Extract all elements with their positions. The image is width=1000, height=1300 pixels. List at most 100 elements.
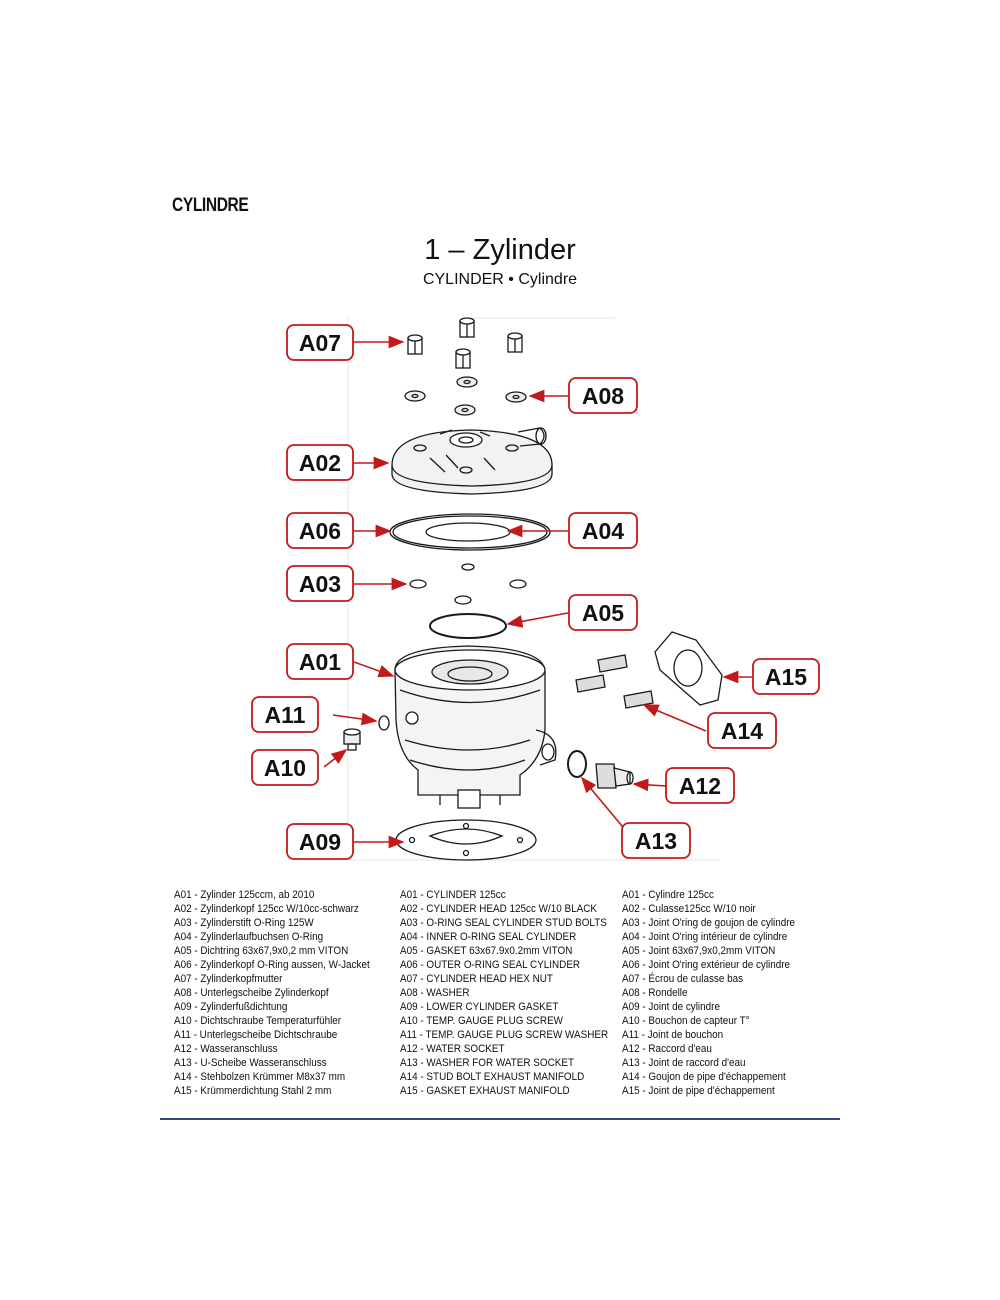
callout-label: A07 <box>299 330 341 356</box>
callout-a06: A06 <box>286 512 354 549</box>
callout-label: A09 <box>299 829 341 855</box>
callout-a03: A03 <box>286 565 354 602</box>
arrow-a14 <box>642 704 707 732</box>
water-socket-washer <box>567 750 587 778</box>
legend-item: A10 - Dichtschraube Temperaturfühler <box>174 1015 342 1027</box>
legend-item: A15 - Joint de pipe d'échappement <box>622 1085 775 1097</box>
legend-item: A01 - Cylindre 125cc <box>622 889 714 901</box>
legend-item: A07 - CYLINDER HEAD HEX NUT <box>400 973 553 985</box>
legend-item: A10 - TEMP. GAUGE PLUG SCREW <box>400 1015 564 1027</box>
legend-english: A01 - CYLINDER 125cc A02 - CYLINDER HEAD… <box>400 888 608 1098</box>
callout-label: A04 <box>582 518 624 544</box>
legend-item: A04 - Joint O'ring intérieur de cylindre <box>622 931 788 943</box>
legend-french: A01 - Cylindre 125cc A02 - Culasse125cc … <box>622 888 795 1098</box>
legend-item: A12 - Raccord d'eau <box>622 1043 712 1055</box>
page-title: 1 – Zylinder <box>424 234 576 266</box>
callout-a10: A10 <box>251 749 319 786</box>
liner-gasket <box>429 613 507 639</box>
arrow-a11 <box>332 712 378 726</box>
legend-item: A06 - Joint O'ring extérieur de cylindre <box>622 959 791 971</box>
callout-label: A14 <box>721 718 763 744</box>
legend-item: A03 - Zylinderstift O-Ring 125W <box>174 917 314 929</box>
legend-item: A13 - WASHER FOR WATER SOCKET <box>400 1057 575 1069</box>
legend-german: A01 - Zylinder 125ccm, ab 2010 A02 - Zyl… <box>174 888 370 1098</box>
callout-a14: A14 <box>707 712 777 749</box>
legend-item: A02 - Zylinderkopf 125cc W/10cc-schwarz <box>174 903 359 915</box>
legend-item: A13 - Joint de raccord d'eau <box>622 1057 746 1069</box>
legend-item: A07 - Zylinderkopfmutter <box>174 973 283 985</box>
arrow-a05 <box>506 612 569 628</box>
callout-a08: A08 <box>568 377 638 414</box>
callout-label: A01 <box>299 649 341 675</box>
callout-label: A11 <box>265 702 306 728</box>
legend-item: A08 - Unterlegscheibe Zylinderkopf <box>174 987 329 999</box>
cylinder-head <box>391 427 553 495</box>
callout-label: A03 <box>299 571 341 597</box>
legend-item: A05 - Dichtring 63x67,9x0,2 mm VITON <box>174 945 349 957</box>
callout-a09: A09 <box>286 823 354 860</box>
legend-item: A07 - Écrou de culasse bas <box>622 973 744 985</box>
legend-item: A04 - Zylinderlaufbuchsen O-Ring <box>174 931 324 943</box>
legend-item: A15 - Krümmerdichtung Stahl 2 mm <box>174 1085 332 1097</box>
exploded-diagram: A07 A08 A02 A06 A04 A03 A05 A01 A15 A11 … <box>251 317 820 861</box>
legend-item: A02 - CYLINDER HEAD 125cc W/10 BLACK <box>400 903 597 915</box>
callout-label: A06 <box>299 518 341 544</box>
callout-a05: A05 <box>568 594 638 631</box>
legend-item: A06 - OUTER O-RING SEAL CYLINDER <box>400 959 581 971</box>
legend-item: A11 - TEMP. GAUGE PLUG SCREW WASHER <box>400 1029 609 1041</box>
legend-item: A14 - Stehbolzen Krümmer M8x37 mm <box>174 1071 346 1083</box>
callout-label: A13 <box>635 828 677 854</box>
exhaust-studs <box>575 654 654 709</box>
callout-a01: A01 <box>286 643 354 680</box>
legend-item: A09 - LOWER CYLINDER GASKET <box>400 1001 559 1013</box>
footer-divider <box>160 1118 840 1120</box>
arrow-a12 <box>632 778 667 792</box>
callout-a12: A12 <box>665 767 735 804</box>
legend-item: A03 - Joint O'ring de goujon de cylindre <box>622 917 796 929</box>
base-gasket <box>395 819 537 861</box>
head-o-rings <box>389 513 551 551</box>
legend-item: A08 - Rondelle <box>622 987 688 999</box>
callout-a13: A13 <box>621 822 691 859</box>
section-heading: CYLINDRE <box>172 195 249 216</box>
page-subtitle: CYLINDER • Cylindre <box>422 271 578 288</box>
exhaust-gasket <box>654 631 723 706</box>
legend-item: A04 - INNER O-RING SEAL CYLINDER <box>400 931 577 943</box>
legend-item: A05 - GASKET 63x67.9x0.2mm VITON <box>400 945 573 957</box>
head-washers <box>404 376 527 416</box>
callout-a04: A04 <box>568 512 638 549</box>
legend-item: A03 - O-RING SEAL CYLINDER STUD BOLTS <box>400 917 607 929</box>
plug-screw <box>343 728 361 751</box>
legend-item: A12 - WATER SOCKET <box>400 1043 505 1055</box>
legend-item: A01 - CYLINDER 125cc <box>400 889 506 901</box>
arrow-a01 <box>353 661 395 678</box>
legend-item: A12 - Wasseranschluss <box>174 1043 278 1055</box>
legend-item: A11 - Unterlegscheibe Dichtschraube <box>174 1029 338 1041</box>
legend-item: A14 - Goujon de pipe d'échappement <box>622 1071 786 1083</box>
legend-item: A05 - Joint 63x67,9x0,2mm VITON <box>622 945 776 957</box>
callout-a02: A02 <box>286 444 354 481</box>
callout-label: A08 <box>582 383 624 409</box>
hex-nuts <box>407 317 523 369</box>
legend-item: A15 - GASKET EXHAUST MANIFOLD <box>400 1085 570 1097</box>
legend-item: A08 - WASHER <box>400 987 470 999</box>
legend-item: A13 - U-Scheibe Wasseranschluss <box>174 1057 327 1069</box>
callout-a11: A11 <box>251 696 319 733</box>
plug-washer <box>378 715 390 731</box>
legend-item: A06 - Zylinderkopf O-Ring aussen, W-Jack… <box>174 959 370 971</box>
legend-item: A02 - Culasse125cc W/10 noir <box>622 903 756 915</box>
callout-a15: A15 <box>752 658 820 695</box>
legend-item: A01 - Zylinder 125ccm, ab 2010 <box>174 889 315 901</box>
legend-item: A09 - Joint de cylindre <box>622 1001 720 1013</box>
callout-label: A10 <box>264 755 306 781</box>
legend-item: A10 - Bouchon de capteur T° <box>622 1015 750 1027</box>
callout-label: A15 <box>765 664 807 690</box>
cylinder-block <box>394 645 557 809</box>
callout-a07: A07 <box>286 324 354 361</box>
water-socket <box>595 763 634 789</box>
arrow-a10 <box>323 749 348 768</box>
callout-label: A02 <box>299 450 341 476</box>
legend-item: A14 - STUD BOLT EXHAUST MANIFOLD <box>400 1071 585 1083</box>
arrow-a13 <box>580 776 628 833</box>
legend-item: A09 - Zylinderfußdichtung <box>174 1001 288 1013</box>
